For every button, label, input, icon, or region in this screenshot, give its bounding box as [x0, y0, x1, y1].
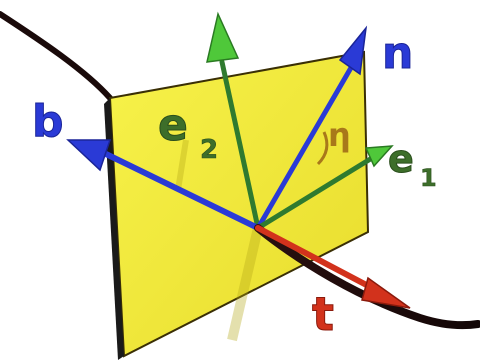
- label-b: b: [32, 96, 64, 147]
- label-e2-subscript: 2: [200, 135, 218, 165]
- t-vector-shaft: [255, 225, 379, 293]
- t-arrowhead-icon: [361, 276, 411, 309]
- label-e1: e: [388, 137, 414, 181]
- normal-plane: [108, 50, 370, 358]
- curve-front-segment: [254, 224, 480, 330]
- e2-vector-shaft: [219, 59, 261, 231]
- label-n: n: [382, 28, 413, 79]
- b-vector-shaft: [103, 151, 261, 231]
- plane-shadows: [175, 139, 263, 342]
- eta-angle-arc: [316, 131, 329, 166]
- plane-edge: [104, 98, 124, 360]
- e2-arrowhead-icon: [206, 11, 240, 63]
- b-arrowhead-icon: [66, 139, 112, 172]
- e1-arrowhead-icon: [364, 145, 394, 168]
- e1-vector-shaft: [255, 155, 375, 231]
- curve-back-segment: [0, 11, 113, 101]
- label-e1-subscript: 1: [420, 164, 437, 192]
- n-vector-shaft: [255, 63, 355, 231]
- n-arrowhead-icon: [338, 25, 368, 76]
- label-e2: e: [158, 100, 188, 151]
- label-t: t: [312, 287, 334, 341]
- label-eta: η: [328, 116, 351, 154]
